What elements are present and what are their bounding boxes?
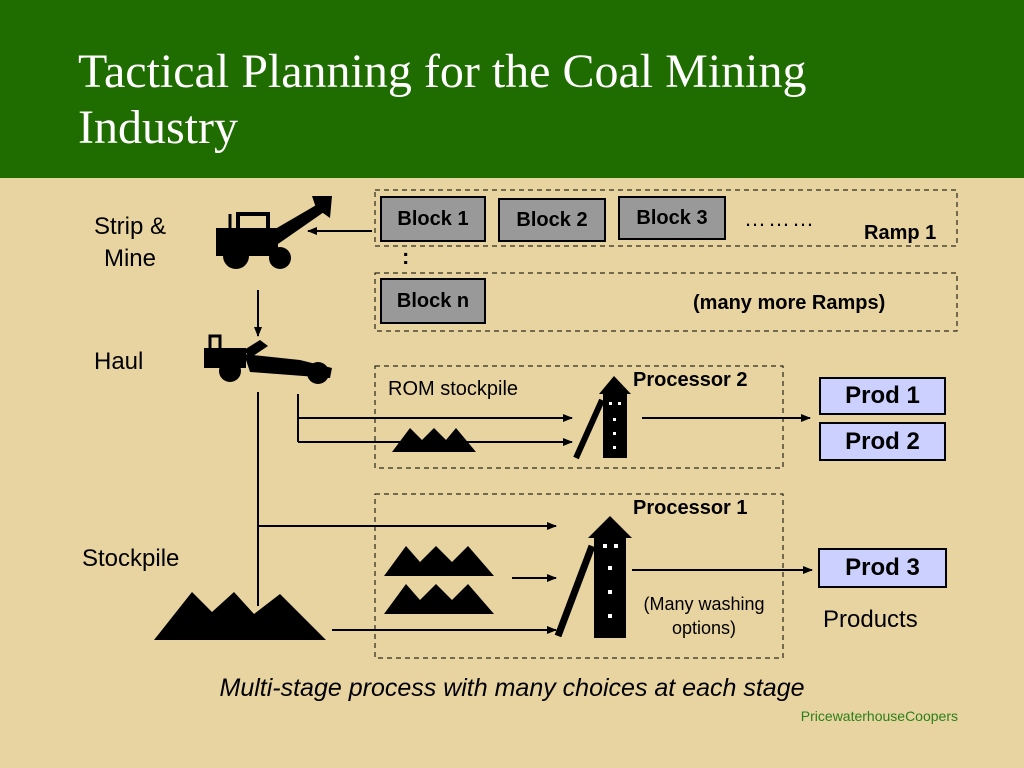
haul-label: Haul (94, 348, 144, 375)
product-3: Prod 3 (818, 548, 947, 588)
slide-caption: Multi-stage process with many choices at… (219, 674, 805, 702)
slide-title: Tactical Planning for the Coal Mining In… (78, 45, 807, 154)
strip-mine-label: Strip & Mine (93, 213, 167, 272)
processor-1-label: Processor 1 (633, 497, 748, 519)
rom-stockpile-icon (392, 428, 476, 452)
processor-2-label: Processor 2 (633, 369, 748, 391)
ramp-1-label: Ramp 1 (864, 222, 937, 244)
vertical-ellipsis: : (402, 244, 410, 269)
processor2-tower-icon (573, 376, 631, 460)
rom-stockpile-label: ROM stockpile (388, 378, 519, 400)
block-3: Block 3 (618, 196, 726, 240)
ramp1-group (374, 189, 958, 247)
processor1-group (374, 493, 784, 659)
loader-icon (216, 196, 332, 269)
flow-arrows (254, 227, 813, 634)
stockpile-label: Stockpile (82, 545, 180, 572)
brand-footer: PricewaterhouseCoopers (800, 708, 958, 724)
block-1: Block 1 (380, 196, 486, 242)
processor1-stockpile-bottom-icon (384, 584, 494, 614)
products-label: Products (823, 606, 918, 633)
many-more-ramps-label: (many more Ramps) (693, 292, 886, 314)
block-ellipsis: ……… (744, 206, 816, 231)
title-bar: Tactical Planning for the Coal Mining In… (0, 0, 1024, 178)
product-2: Prod 2 (819, 422, 946, 461)
stockpile-icon (154, 592, 326, 640)
washing-options-label: (Many washing options) (643, 594, 765, 638)
block-2: Block 2 (498, 198, 606, 242)
processor1-stockpile-top-icon (384, 546, 494, 576)
product-1: Prod 1 (819, 377, 946, 415)
more-ramps-group (374, 272, 958, 332)
hauler-icon (204, 334, 332, 384)
processor1-tower-icon (554, 516, 632, 638)
block-n: Block n (380, 278, 486, 324)
